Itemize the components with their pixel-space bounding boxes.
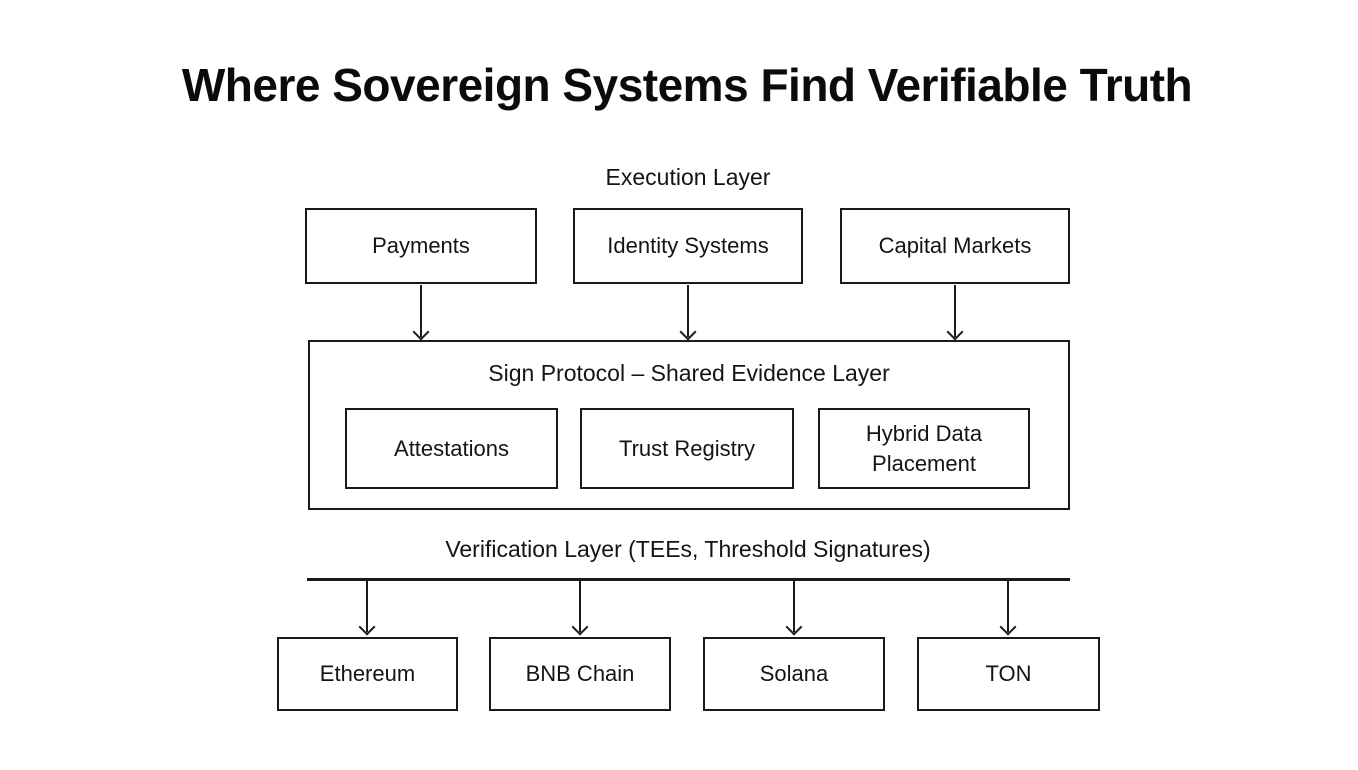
- page-title: Where Sovereign Systems Find Verifiable …: [181, 59, 1193, 111]
- arrow-to-solana-icon: [786, 581, 802, 635]
- box-hybrid-data-placement: Hybrid Data Placement: [818, 408, 1030, 489]
- box-capital-markets: Capital Markets: [840, 208, 1070, 284]
- box-bnb-chain: BNB Chain: [489, 637, 671, 711]
- box-solana: Solana: [703, 637, 885, 711]
- box-trust-registry: Trust Registry: [580, 408, 794, 489]
- arrow-capital-to-evidence-icon: [947, 285, 963, 340]
- arrow-to-ton-icon: [1000, 581, 1016, 635]
- execution-layer-label: Execution Layer: [605, 164, 771, 190]
- arrow-to-bnb-chain-icon: [572, 581, 588, 635]
- verification-layer-line: [307, 578, 1070, 581]
- box-ethereum: Ethereum: [277, 637, 458, 711]
- arrow-payments-to-evidence-icon: [413, 285, 429, 340]
- box-attestations: Attestations: [345, 408, 558, 489]
- box-payments: Payments: [305, 208, 537, 284]
- verification-layer-label: Verification Layer (TEEs, Threshold Sign…: [445, 536, 931, 562]
- arrow-to-ethereum-icon: [359, 581, 375, 635]
- evidence-layer-label: Sign Protocol – Shared Evidence Layer: [488, 360, 890, 386]
- box-identity-systems: Identity Systems: [573, 208, 803, 284]
- arrow-identity-to-evidence-icon: [680, 285, 696, 340]
- box-ton: TON: [917, 637, 1100, 711]
